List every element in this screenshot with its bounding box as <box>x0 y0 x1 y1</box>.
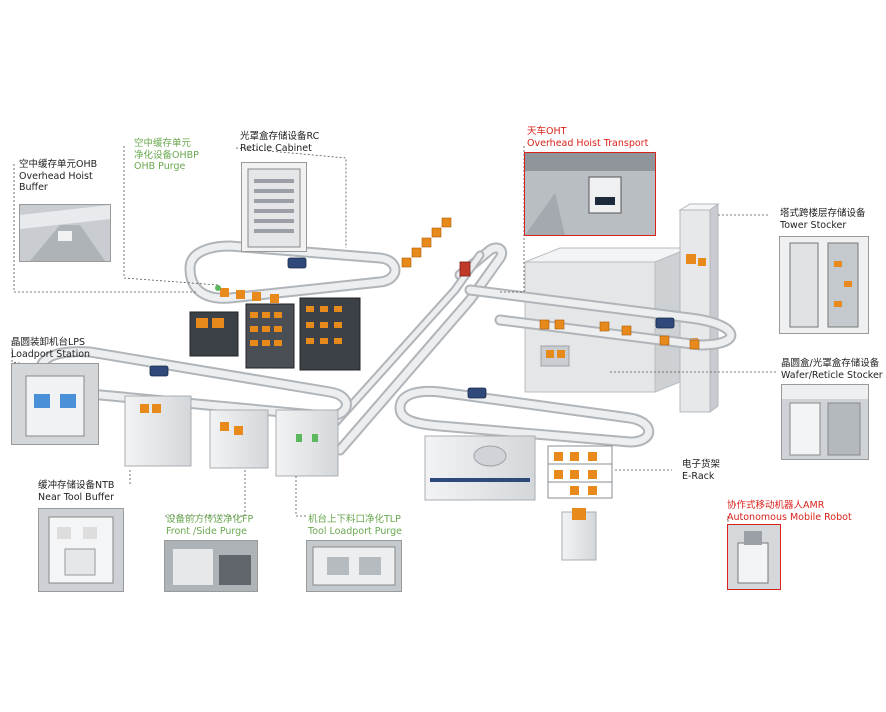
stocker-photo <box>781 384 869 460</box>
fp-photo <box>164 540 258 592</box>
tlp-photo <box>306 540 402 592</box>
fp-label-en: Front /Side Purge <box>166 525 248 537</box>
rc-photo <box>241 162 307 252</box>
amr-label-en: Autonomous Mobile Robot <box>727 511 852 523</box>
tower-label-cn: 塔式跨楼层存储设备 <box>780 208 866 219</box>
ntb-label-en: Near Tool Buffer <box>38 491 115 503</box>
lps-label-en: Loadport Station <box>11 348 91 360</box>
erack-label-cn: 电子货架 <box>682 459 721 470</box>
leader-lines <box>11 146 778 524</box>
stocker-label-en: Wafer/Reticle Stocker <box>781 369 883 381</box>
tlp-label-cn: 机台上下料口净化TLP <box>308 514 401 525</box>
near-tool-buffers <box>124 285 339 477</box>
tower-stocker <box>678 203 720 413</box>
erack-label-en: E-Rack <box>682 470 715 482</box>
oht-vehicles <box>149 257 675 399</box>
stocker-label: 晶圆盒/光罩盒存储设备 Wafer/Reticle Stocker <box>781 358 883 381</box>
tlp-label-en: Tool Loadport Purge <box>308 525 402 537</box>
process-tool <box>424 435 536 501</box>
fp-label-cn: 设备前方传送净化FP <box>166 514 254 525</box>
amr-label: 协作式移动机器人AMR Autonomous Mobile Robot <box>727 500 852 523</box>
oht-label: 天车OHT Overhead Hoist Transport <box>527 126 648 149</box>
stocker-label-cn: 晶圆盒/光罩盒存储设备 <box>781 358 880 369</box>
erack-label: 电子货架 E-Rack <box>682 459 720 482</box>
rail-buffer-carriers <box>401 217 700 350</box>
lps-label-cn: 晶圆装卸机台LPS <box>11 337 86 348</box>
rc-label-cn: 光罩盒存储设备RC <box>240 131 320 142</box>
ohb-label-en1: Overhead Hoist <box>19 170 93 182</box>
ohbp-label-cn1: 空中缓存单元 <box>134 138 192 149</box>
ohb-label-en2: Buffer <box>19 182 48 193</box>
lps-label: 晶圆装卸机台LPS Loadport Station <box>11 337 90 360</box>
ohbp-label: 空中缓存单元 净化设备OHBP OHB Purge <box>134 138 199 173</box>
oht-photo <box>524 152 656 236</box>
oht-label-en: Overhead Hoist Transport <box>527 137 649 149</box>
ntb-label-cn: 缓冲存储设备NTB <box>38 480 115 491</box>
amr-robot <box>561 508 597 561</box>
rc-label-en: Reticle Cabinet <box>240 142 312 154</box>
ohb-photo <box>19 204 111 262</box>
e-rack <box>547 445 613 499</box>
lps-photo <box>11 363 99 445</box>
tower-photo <box>779 236 869 334</box>
ntb-label: 缓冲存储设备NTB Near Tool Buffer <box>38 480 114 503</box>
amr-label-cn: 协作式移动机器人AMR <box>727 500 825 511</box>
lps-and-cabinets <box>189 288 361 371</box>
tower-label-en: Tower Stocker <box>780 219 847 231</box>
ntb-photo <box>38 508 124 592</box>
ohb-label-cn: 空中缓存单元OHB <box>19 159 98 170</box>
rc-label: 光罩盒存储设备RC Reticle Cabinet <box>240 131 319 154</box>
ohbp-label-cn2: 净化设备OHBP <box>134 149 199 161</box>
tlp-label: 机台上下料口净化TLP Tool Loadport Purge <box>308 514 402 537</box>
tower-label: 塔式跨楼层存储设备 Tower Stocker <box>780 208 866 231</box>
amr-photo <box>727 524 781 590</box>
ohbp-label-en: OHB Purge <box>134 161 186 172</box>
fp-label: 设备前方传送净化FP Front /Side Purge <box>166 514 253 537</box>
ohb-label: 空中缓存单元OHB Overhead Hoist Buffer <box>19 159 97 194</box>
oht-label-cn: 天车OHT <box>527 126 567 137</box>
